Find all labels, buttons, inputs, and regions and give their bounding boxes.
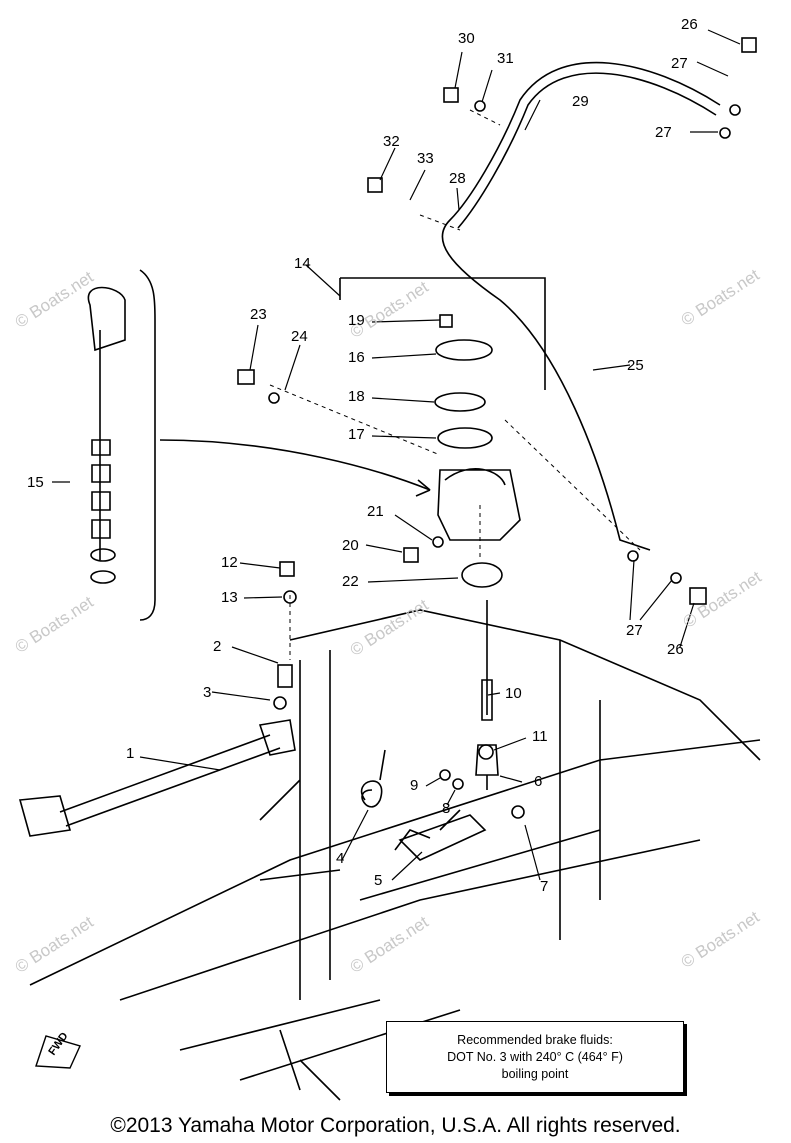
washer-27c — [627, 550, 639, 562]
callout-27: 27 — [626, 622, 643, 639]
pedal-shaft — [394, 809, 487, 861]
callout-33: 33 — [417, 150, 434, 167]
callout-30: 30 — [458, 30, 475, 47]
callout-1: 1 — [126, 745, 135, 762]
callout-2: 2 — [213, 638, 222, 655]
callout-21: 21 — [367, 503, 384, 520]
callout-12: 12 — [221, 554, 238, 571]
plate — [437, 427, 493, 449]
callout-29: 29 — [572, 93, 589, 110]
callout-9: 9 — [410, 777, 419, 794]
brake-hose — [441, 61, 721, 551]
bolt-32 — [367, 177, 383, 193]
callout-7: 7 — [540, 878, 549, 895]
diaphragm — [434, 392, 486, 412]
callout-5: 5 — [374, 872, 383, 889]
exploded-bracket — [139, 269, 156, 621]
brake-pedal — [18, 719, 296, 837]
callout-24: 24 — [291, 328, 308, 345]
brake-fluid-note: Recommended brake fluids: DOT No. 3 with… — [386, 1021, 684, 1093]
washer-31 — [474, 100, 486, 112]
master-cylinder — [437, 468, 521, 541]
parts-diagram — [18, 29, 761, 1101]
boot — [461, 562, 503, 588]
bolt-2 — [277, 664, 293, 688]
washer-8 — [452, 778, 464, 790]
note-line-3: boiling point — [501, 1066, 569, 1081]
nut-11 — [478, 744, 494, 760]
exploded-parts — [87, 286, 126, 560]
callout-23: 23 — [250, 306, 267, 323]
callout-32: 32 — [383, 133, 400, 150]
brake-hose-2 — [457, 72, 717, 229]
push-rod — [481, 600, 493, 721]
arrow-to-cylinder — [159, 439, 431, 491]
callout-6: 6 — [534, 773, 543, 790]
callout-22: 22 — [342, 573, 359, 590]
bolt-19 — [439, 314, 453, 328]
nut-13 — [283, 590, 297, 604]
bolt-30 — [443, 87, 459, 103]
callout-15: 15 — [27, 474, 44, 491]
callout-17: 17 — [348, 426, 365, 443]
callout-10: 10 — [505, 685, 522, 702]
callout-13: 13 — [221, 589, 238, 606]
bolt-26b — [689, 587, 707, 605]
frame — [29, 609, 761, 1001]
washer-9 — [439, 769, 451, 781]
callout-4: 4 — [336, 850, 345, 867]
copyright-text: ©2013 Yamaha Motor Corporation, U.S.A. A… — [110, 1114, 681, 1137]
arrow-head — [415, 479, 431, 497]
callout-8: 8 — [442, 800, 451, 817]
return-spring — [360, 749, 386, 808]
clevis — [475, 744, 499, 790]
bolt-12 — [279, 561, 295, 577]
callout-27: 27 — [671, 55, 688, 72]
callout-16: 16 — [348, 349, 365, 366]
callout-14: 14 — [294, 255, 311, 272]
callout-26: 26 — [681, 16, 698, 33]
callout-25: 25 — [627, 357, 644, 374]
callout-18: 18 — [348, 388, 365, 405]
washer-27d — [670, 572, 682, 584]
callout-11: 11 — [532, 728, 548, 745]
leader-lines — [52, 29, 741, 881]
washer-27b — [719, 127, 731, 139]
callout-26: 26 — [667, 641, 684, 658]
washer-21 — [432, 536, 444, 548]
pin-7 — [511, 805, 525, 819]
bolt-23 — [237, 369, 255, 385]
seal-b — [90, 570, 116, 584]
bolt-20 — [403, 547, 419, 563]
note-line-1: Recommended brake fluids: — [457, 1032, 613, 1047]
callout-31: 31 — [497, 50, 514, 67]
frame-lower — [179, 999, 461, 1101]
note-line-2: DOT No. 3 with 240° C (464° F) — [447, 1049, 623, 1064]
fwd-arrow-icon — [35, 1035, 81, 1069]
washer-24 — [268, 392, 280, 404]
callout-28: 28 — [449, 170, 466, 187]
washer-3 — [273, 696, 287, 710]
leader-dashes — [269, 109, 641, 660]
washer-27a — [729, 104, 741, 116]
seal-a — [90, 548, 116, 562]
callout-27: 27 — [655, 124, 672, 141]
callout-20: 20 — [342, 537, 359, 554]
callout-19: 19 — [348, 312, 365, 329]
cap — [435, 339, 493, 361]
callout-3: 3 — [203, 684, 212, 701]
bolt-26a — [741, 37, 757, 53]
